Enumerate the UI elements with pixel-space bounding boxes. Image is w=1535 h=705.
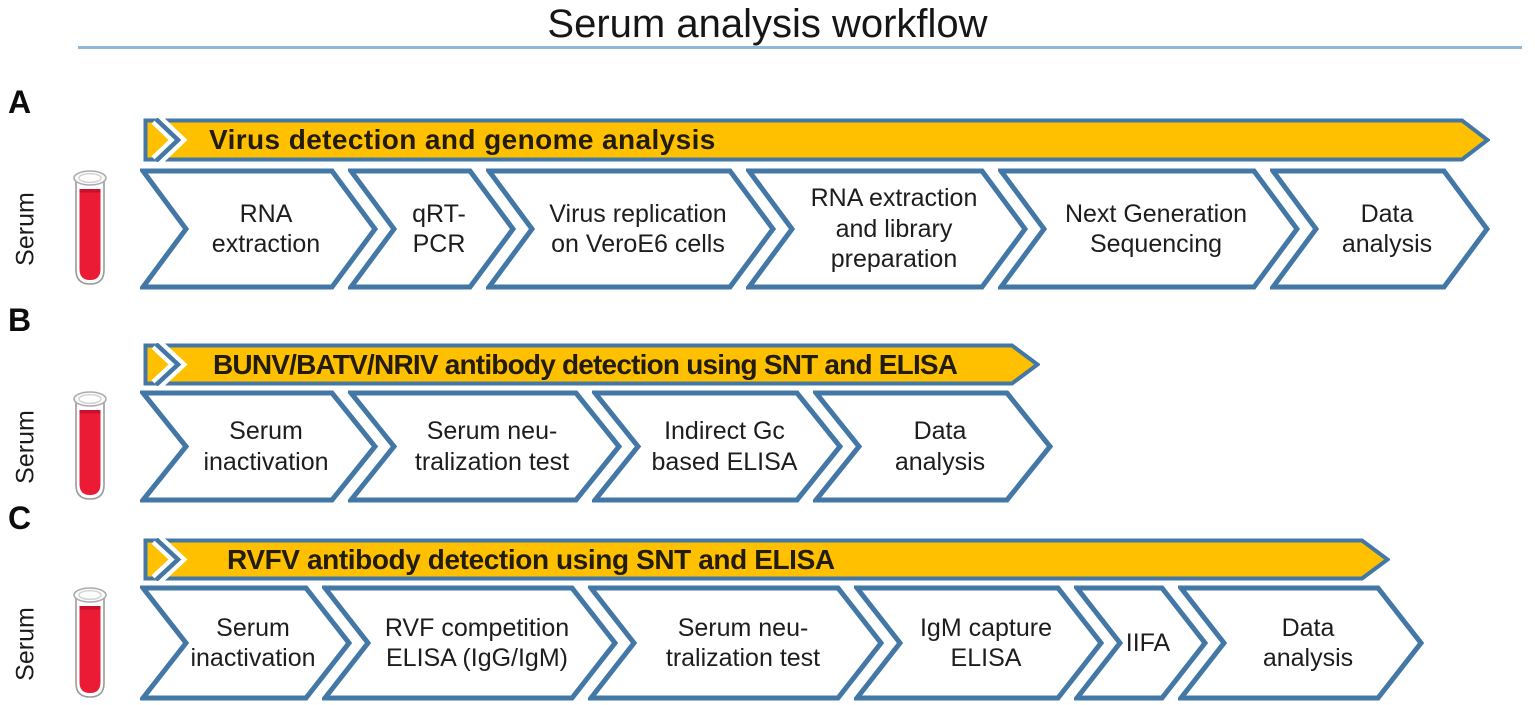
- workflow-step: RNA extraction and library preparation: [746, 168, 1028, 290]
- step-label: Data analysis: [1262, 613, 1354, 673]
- banner-arrow-a: Virus detection and genome analysis: [143, 118, 1490, 162]
- step-label: Serum inactivation: [190, 613, 316, 673]
- figure-title: Serum analysis workflow: [547, 2, 988, 46]
- step-label: IgM capture ELISA: [919, 613, 1052, 673]
- step-label: Serum inactivation: [203, 417, 329, 476]
- step-label: IIFA: [1125, 628, 1171, 657]
- workflow-step: Serum neu- tralization test: [348, 390, 622, 503]
- banner-arrow-b: BUNV/BATV/NRIV antibody detection using …: [143, 343, 1040, 386]
- panel-label-b: B: [8, 302, 32, 338]
- workflow-step: RNA extraction: [140, 168, 378, 290]
- step-label: Indirect Gc based ELISA: [651, 417, 798, 476]
- step-label: Virus replication on VeroE6 cells: [549, 199, 727, 259]
- workflow-step: Serum inactivation: [140, 585, 352, 701]
- serum-tube-icon: [70, 389, 110, 505]
- step-label: Next Generation Sequencing: [1064, 199, 1248, 259]
- panel-label-c: C: [8, 500, 32, 536]
- workflow-step: RVF competition ELISA (IgG/IgM): [322, 585, 618, 701]
- workflow-step: IIFA: [1074, 585, 1208, 701]
- workflow-step: Serum inactivation: [140, 390, 378, 503]
- workflow-step: Indirect Gc based ELISA: [592, 390, 843, 503]
- step-label: qRT- PCR: [412, 199, 466, 259]
- step-label: RNA extraction: [211, 199, 321, 259]
- workflow-step: Data analysis: [1270, 168, 1490, 290]
- title-underline: [78, 46, 1522, 49]
- workflow-step: qRT- PCR: [348, 168, 516, 290]
- workflow-step: Next Generation Sequencing: [998, 168, 1300, 290]
- banner-arrow-c: RVFV antibody detection using SNT and EL…: [143, 538, 1390, 581]
- step-label: Data analysis: [1341, 199, 1433, 259]
- step-label: RVF competition ELISA (IgG/IgM): [384, 613, 570, 673]
- panel-label-a: A: [8, 84, 32, 120]
- step-label: Data analysis: [894, 417, 986, 476]
- workflow-step: Virus replication on VeroE6 cells: [486, 168, 776, 290]
- serum-label-c: Serum: [11, 607, 40, 681]
- workflow-step: IgM capture ELISA: [854, 585, 1104, 701]
- step-label: Serum neu- tralization test: [414, 417, 570, 476]
- workflow-step: Serum neu- tralization test: [588, 585, 884, 701]
- serum-tube-icon: [70, 168, 110, 290]
- banner-label-b: BUNV/BATV/NRIV antibody detection using …: [213, 348, 958, 380]
- banner-label-a: Virus detection and genome analysis: [209, 124, 716, 155]
- serum-tube-icon: [70, 585, 110, 703]
- step-label: Serum neu- tralization test: [665, 613, 821, 673]
- step-label: RNA extraction and library preparation: [810, 184, 978, 274]
- workflow-step: Data analysis: [813, 390, 1053, 503]
- banner-label-c: RVFV antibody detection using SNT and EL…: [227, 543, 835, 575]
- workflow-step: Data analysis: [1178, 585, 1424, 701]
